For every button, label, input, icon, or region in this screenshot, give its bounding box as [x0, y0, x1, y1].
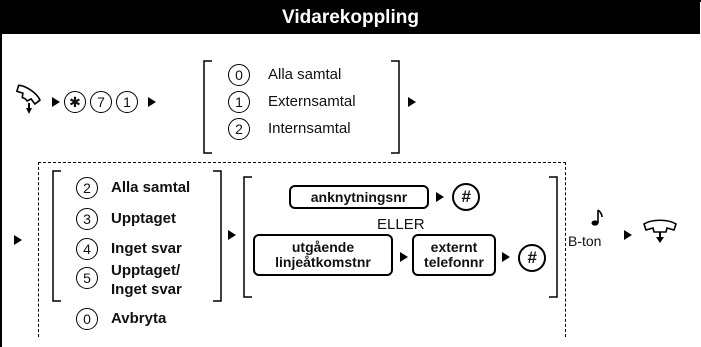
arrow-7: [400, 252, 408, 262]
music-note-icon: [591, 209, 603, 226]
forward-label-2: Alla samtal: [111, 179, 191, 196]
bracket-left-2: [52, 170, 61, 302]
cancel-label: Avbryta: [111, 310, 167, 327]
extension-number-key: anknytningsnr: [289, 185, 429, 209]
arrow-9: [624, 230, 632, 240]
forward-key-5: 5: [76, 267, 98, 289]
forward-key-3: 3: [76, 208, 98, 230]
line-access-line1: utgående: [291, 239, 355, 255]
dashed-group-top: [38, 162, 566, 337]
arrow-8: [502, 252, 510, 262]
handset-hangup-icon: [643, 219, 677, 243]
arrow-2: [148, 97, 156, 107]
call-type-key-1: 1: [228, 91, 250, 113]
bracket-right-2: [213, 170, 222, 302]
call-type-label-2: Internsamtal: [268, 120, 351, 137]
arrow-6: [436, 192, 444, 202]
bracket-right-3: [549, 176, 558, 298]
forward-label-5-line2: Inget svar: [111, 281, 182, 298]
key-7: 7: [90, 91, 112, 113]
hash-key-1: #: [452, 183, 480, 211]
forward-key-2: 2: [76, 177, 98, 199]
call-type-label-1: Externsamtal: [268, 93, 356, 110]
forward-label-4: Inget svar: [111, 240, 182, 257]
arrow-5: [228, 230, 236, 240]
arrow-3: [408, 97, 416, 107]
handset-lift-icon: [15, 84, 41, 114]
bracket-left-1: [203, 60, 212, 154]
call-type-label-0: Alla samtal: [268, 66, 342, 83]
arrow-1: [52, 97, 60, 107]
bracket-left-3: [243, 176, 252, 298]
external-number-key: externt telefonnr: [412, 234, 496, 276]
or-label: ELLER: [377, 216, 425, 233]
cancel-key-0: 0: [76, 308, 98, 330]
call-type-key-2: 2: [228, 118, 250, 140]
arrow-4: [14, 235, 22, 245]
key-1: 1: [116, 91, 138, 113]
forward-key-4: 4: [76, 238, 98, 260]
line-access-number-key: utgående linjeåtkomstnr: [253, 234, 393, 276]
forward-label-5-line1: Upptaget/: [111, 262, 181, 279]
hash-key-2: #: [518, 244, 546, 272]
bracket-right-1: [391, 60, 400, 154]
external-line2: telefonnr: [424, 254, 484, 270]
line-access-line2: linjeåtkomstnr: [275, 254, 371, 270]
forward-label-3: Upptaget: [111, 210, 176, 227]
key-star: ✱: [64, 91, 86, 113]
external-line1: externt: [430, 239, 478, 255]
tone-label: B-ton: [568, 233, 602, 249]
call-type-key-0: 0: [228, 64, 250, 86]
diagram-title: Vidarekoppling: [1, 1, 700, 34]
